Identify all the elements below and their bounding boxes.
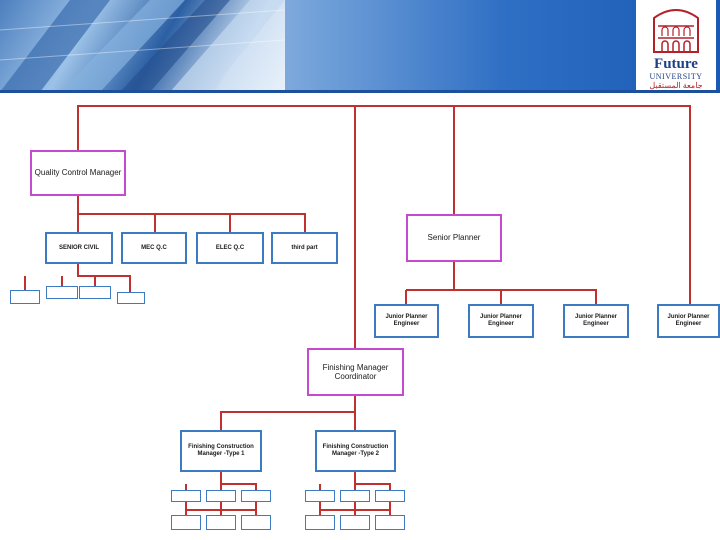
qc-sub-box-1 bbox=[10, 290, 40, 304]
building-graphic bbox=[0, 0, 285, 92]
junior-planner-box-1: Junior Planner Engineer bbox=[374, 304, 439, 338]
type1-supervisor-box-2 bbox=[206, 515, 236, 530]
third-part-box: third part bbox=[271, 232, 338, 264]
type2-supervisor-box-3 bbox=[375, 515, 405, 530]
qc-sub-box-3 bbox=[79, 286, 111, 299]
elec-qc-box: ELEC Q.C bbox=[196, 232, 264, 264]
type1-engineer-box-3 bbox=[241, 490, 271, 502]
finishing-coordinator-box: Finishing Manager Coordinator bbox=[307, 348, 404, 396]
qc-sub-box-2 bbox=[46, 286, 78, 299]
logo-wordmark: Future bbox=[654, 56, 698, 72]
building-photo bbox=[0, 0, 285, 92]
junior-planner-box-4: Junior Planner Engineer bbox=[657, 304, 720, 338]
colosseum-emblem bbox=[653, 9, 699, 53]
junior-planner-box-3: Junior Planner Engineer bbox=[563, 304, 629, 338]
qc-manager-box: Quality Control Manager bbox=[30, 150, 126, 196]
type1-supervisor-box-1 bbox=[171, 515, 201, 530]
university-logo: Future UNIVERSITY جامعة المستقبل bbox=[636, 0, 716, 92]
mec-qc-box: MEC Q.C bbox=[121, 232, 187, 264]
senior-civil-box: SENIOR CIVIL bbox=[45, 232, 113, 264]
fcm-type2-box: Finishing Construction Manager -Type 2 bbox=[315, 430, 396, 472]
type2-engineer-box-2 bbox=[340, 490, 370, 502]
type2-supervisor-box-2 bbox=[340, 515, 370, 530]
type1-engineer-box-1 bbox=[171, 490, 201, 502]
type2-supervisor-box-1 bbox=[305, 515, 335, 530]
header-banner: Future UNIVERSITY جامعة المستقبل bbox=[0, 0, 720, 93]
qc-sub-box-4 bbox=[117, 292, 145, 304]
type1-supervisor-box-3 bbox=[241, 515, 271, 530]
type2-engineer-box-1 bbox=[305, 490, 335, 502]
header-divider bbox=[0, 90, 720, 93]
type1-engineer-box-2 bbox=[206, 490, 236, 502]
logo-arabic-name: جامعة المستقبل bbox=[649, 81, 703, 90]
logo-subtitle: UNIVERSITY bbox=[649, 72, 703, 81]
senior-planner-box: Senior Planner bbox=[406, 214, 502, 262]
type2-engineer-box-3 bbox=[375, 490, 405, 502]
fcm-type1-box: Finishing Construction Manager -Type 1 bbox=[180, 430, 262, 472]
junior-planner-box-2: Junior Planner Engineer bbox=[468, 304, 534, 338]
